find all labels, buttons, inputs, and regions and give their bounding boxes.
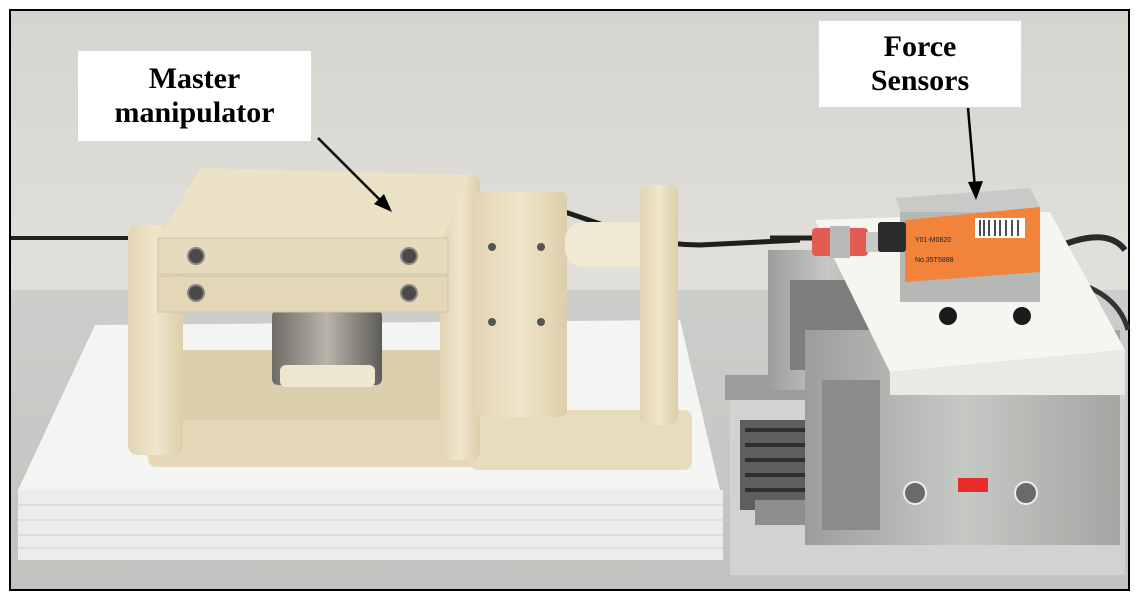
- paper-stack-side: [18, 490, 723, 560]
- plate-screws: [187, 247, 418, 302]
- label-force-sensors: Force Sensors: [818, 20, 1022, 108]
- arrow-master: [317, 137, 392, 212]
- shaft: [565, 222, 655, 267]
- manipulator-plate-2: [157, 275, 449, 313]
- sticker-code-2: No.35T5888: [915, 257, 954, 264]
- manipulator-base-right: [470, 410, 692, 470]
- label-master-line2: manipulator: [114, 96, 275, 129]
- sensor-top-plate-edge: [890, 350, 1125, 395]
- plate-bolt-2: [1013, 307, 1031, 325]
- manipulator-side-right: [440, 175, 480, 460]
- label-force-line1: Force: [883, 30, 957, 63]
- bracket-screws: [488, 243, 545, 326]
- barcode-lines: [979, 220, 1019, 236]
- label-master-line1: Master: [148, 62, 241, 95]
- shaft-support: [640, 185, 678, 425]
- label-force-line2: Sensors: [870, 64, 970, 97]
- manipulator-base: [148, 405, 478, 467]
- paper-stack-lines: [18, 504, 723, 549]
- sensor-connector: [878, 222, 906, 252]
- frame-hole-left: [903, 481, 927, 505]
- front-frame-hole: [822, 380, 880, 530]
- motor-collar: [280, 365, 375, 387]
- coupling-clamp: [830, 226, 850, 258]
- red-marker: [958, 478, 988, 492]
- arrow-force: [966, 107, 983, 200]
- manipulator-plate-1: [157, 237, 449, 275]
- plate-bolt-1: [939, 307, 957, 325]
- bracket-block: [472, 192, 567, 417]
- sticker-code-1: Y01-M0820: [915, 237, 951, 244]
- frame-hole-right: [1014, 481, 1038, 505]
- manipulator-top-block: [158, 168, 470, 245]
- label-master-manipulator: Master manipulator: [77, 50, 312, 142]
